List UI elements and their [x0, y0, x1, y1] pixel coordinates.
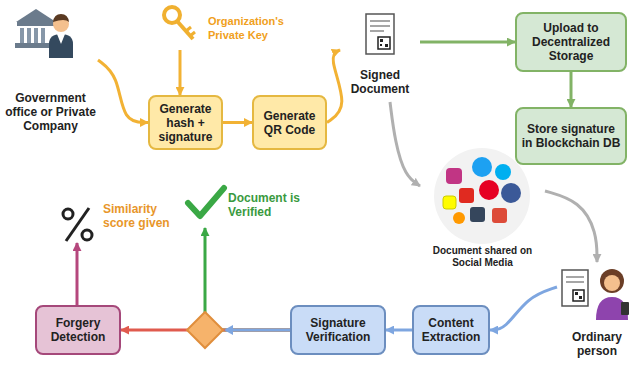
person-icon — [562, 270, 588, 306]
social-media-cloud — [446, 168, 462, 184]
social-media-cloud — [434, 148, 530, 244]
person-icon — [604, 275, 620, 291]
node-text: Organization's Private Key — [208, 14, 305, 42]
check-icon — [188, 188, 224, 216]
office-icon — [49, 34, 73, 58]
flow-arrow — [390, 102, 420, 186]
office-icon — [20, 28, 24, 43]
person-icon — [562, 269, 629, 320]
document-icon — [378, 37, 390, 49]
percent-icon — [63, 209, 73, 219]
office-icon — [57, 34, 65, 44]
document-icon — [370, 30, 384, 32]
office-icon — [34, 28, 38, 43]
node-text: Document shared on Social Media — [420, 245, 545, 269]
social-media-cloud — [495, 164, 511, 180]
percent-icon — [82, 230, 92, 240]
person-icon — [600, 269, 624, 293]
key-icon — [186, 27, 191, 31]
storage-box: Upload to Decentralized Storage — [515, 12, 627, 72]
process-box: Signature Verification — [290, 305, 386, 355]
office-icon — [53, 14, 69, 22]
flow-arrow — [223, 121, 252, 124]
node-text: Document is Verified — [228, 191, 305, 219]
key-icon — [190, 32, 195, 36]
document-icon — [380, 39, 383, 42]
office-icon — [15, 9, 73, 58]
person-node: Ordinary person — [557, 262, 637, 365]
actor-icon-node: Government office or Private Company — [3, 5, 98, 135]
decision-diamond — [187, 312, 223, 348]
flow-arrow — [76, 243, 79, 305]
document-icon — [370, 25, 390, 27]
social-media-cloud — [443, 196, 456, 209]
node-text: Signature Verification — [296, 316, 380, 344]
social-media-cloud — [453, 212, 465, 224]
percent-icon — [63, 208, 92, 241]
person-icon — [573, 290, 584, 301]
node-text: Forgery Detection — [41, 316, 115, 344]
flow-arrow — [386, 329, 412, 332]
person-icon — [596, 297, 628, 320]
social-media-cloud — [501, 183, 521, 203]
result-node: Document is Verified — [183, 182, 305, 228]
office-icon — [17, 22, 55, 26]
node-text: Store signature in Blockchain DB — [521, 122, 621, 150]
document-node: Signed Document — [340, 10, 420, 102]
social-media-cloud — [472, 157, 492, 177]
node-text: Generate hash + signature — [154, 102, 217, 144]
storage-box: Store signature in Blockchain DB — [515, 107, 627, 165]
social-media-node: Document shared on Social Media — [420, 146, 545, 269]
key-icon — [164, 7, 195, 39]
node-text: Upload to Decentralized Storage — [521, 21, 621, 63]
node-text: Similarity score given — [103, 202, 170, 230]
office-icon — [41, 28, 45, 43]
percent-icon — [66, 208, 89, 241]
social-media-cloud — [459, 188, 474, 203]
process-box: Generate QR Code — [252, 95, 327, 150]
person-icon — [566, 281, 584, 283]
flow-arrow — [327, 50, 342, 123]
node-text: Generate QR Code — [258, 109, 321, 137]
check-icon — [188, 188, 224, 216]
office-icon — [16, 9, 56, 22]
person-icon — [579, 296, 582, 299]
node-text: Ordinary person — [557, 330, 637, 358]
person-icon — [621, 302, 629, 315]
document-icon — [366, 14, 394, 54]
document-icon — [380, 44, 382, 46]
document-icon — [385, 44, 388, 47]
blue-feed-line — [226, 329, 290, 332]
flow-arrow — [490, 287, 557, 330]
flow-arrow — [570, 72, 573, 107]
social-media-cloud — [479, 180, 499, 200]
person-icon — [566, 276, 584, 278]
document-icon — [366, 14, 394, 54]
node-text: Signed Document — [340, 68, 420, 96]
office-icon — [15, 43, 49, 48]
flow-arrow — [420, 41, 515, 44]
node-text: Content Extraction — [418, 316, 484, 344]
process-box: Forgery Detection — [35, 305, 121, 355]
social-media-cloud — [470, 207, 485, 222]
flow-arrow — [179, 50, 182, 95]
person-icon — [575, 292, 578, 295]
document-icon — [370, 20, 390, 22]
office-icon — [27, 28, 31, 43]
node-text: Government office or Private Company — [3, 91, 98, 133]
blue-feed-line — [224, 325, 233, 335]
blue-feed-line — [224, 325, 290, 335]
social-media-cloud — [434, 148, 530, 244]
result-node: Similarity score given — [55, 188, 170, 243]
process-box: Generate hash + signature — [148, 95, 223, 150]
flow-arrow — [545, 191, 597, 262]
flow-arrow — [98, 60, 148, 123]
flow-arrow — [205, 228, 290, 330]
decision-diamond — [187, 312, 223, 348]
process-box: Content Extraction — [412, 305, 490, 355]
key-label-node: Organization's Private Key — [160, 5, 305, 50]
social-media-cloud — [492, 208, 507, 223]
